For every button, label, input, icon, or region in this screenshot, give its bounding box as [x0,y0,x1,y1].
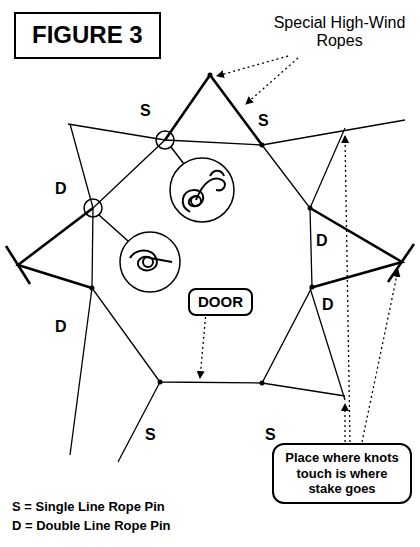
rope-callout: Special High-Wind Ropes [272,14,407,51]
pin-code: S [265,426,276,444]
box-text: Place where knots touch is where stake g… [280,450,404,497]
pin-code: D [55,318,67,336]
guy-ropes [68,120,405,462]
pin-code: S [140,102,151,120]
pin-code: D [316,232,328,250]
figure-title-box: FIGURE 3 [14,12,161,59]
pin-code: S [258,112,269,130]
pin-code: D [55,180,67,198]
pin-code: S [145,426,156,444]
knot-details [130,171,225,271]
rope-pins [90,73,315,386]
leader-lines [200,56,398,442]
detail-circles [84,131,234,292]
legend-line: S = Single Line Rope Pin [12,500,165,515]
box-text: FIGURE 3 [32,21,143,50]
box-text: DOOR [198,293,243,311]
high-wind-ropes [6,75,414,288]
legend-line: D = Double Line Rope Pin [12,519,171,534]
tent-outline [92,140,312,383]
pin-code: D [322,296,334,314]
door-box: DOOR [188,288,253,316]
stake-note-box: Place where knots touch is where stake g… [272,443,412,504]
